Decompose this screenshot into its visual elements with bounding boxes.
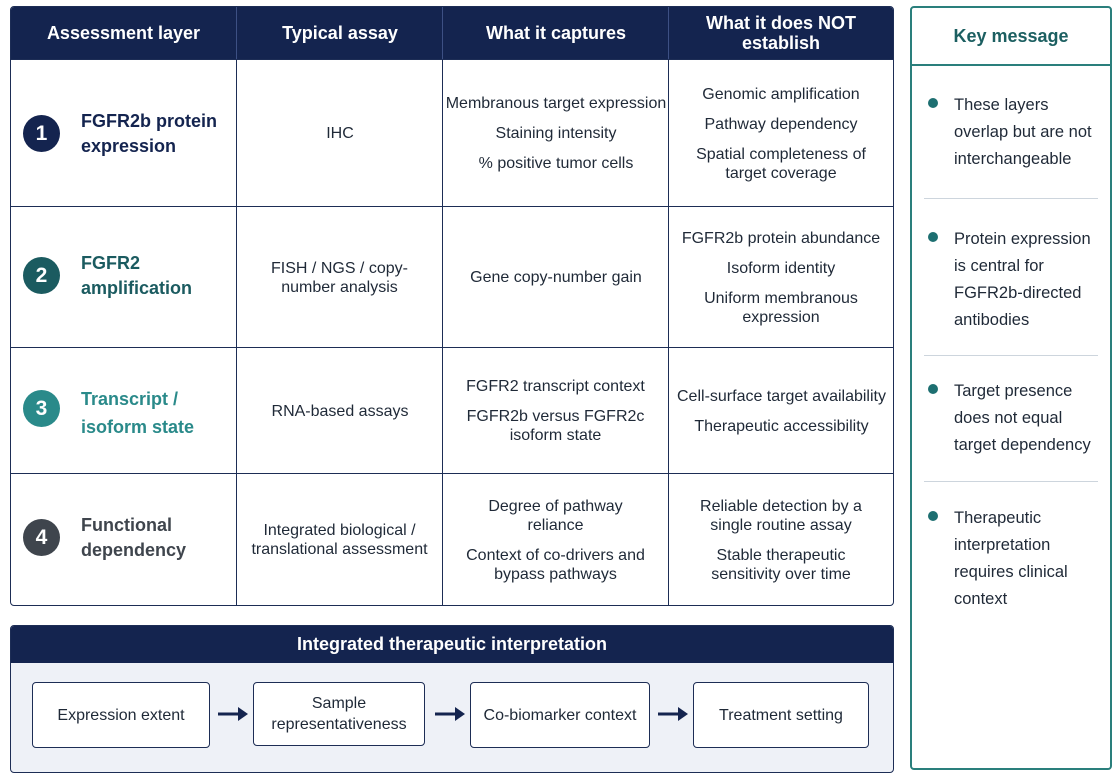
assay-text: Integrated biological / translational as…	[251, 522, 428, 558]
step-number-badge: 2	[23, 257, 60, 294]
key-message-text: These layers overlap but are not interch…	[954, 96, 1092, 168]
key-message-text: Target presence does not equal target de…	[954, 382, 1091, 454]
captures-cell: Gene copy-number gain	[442, 207, 669, 348]
key-message-title: Key message	[912, 8, 1110, 66]
step-number-badge: 1	[23, 115, 60, 152]
assay-text: FISH / NGS / copy-number analysis	[271, 259, 408, 296]
not-established-item: Cell-surface target availability	[677, 387, 886, 405]
arrow-right-icon	[658, 707, 688, 721]
captures-cell: Degree of pathway reliance Context of co…	[442, 474, 668, 605]
captures-cell: Membranous target expression Staining in…	[442, 60, 669, 207]
captures-cell: FGFR2 transcript context FGFR2b versus F…	[442, 348, 668, 474]
layer-title: FGFR2b protein expression	[81, 111, 217, 156]
captures-item: Membranous target expression	[445, 95, 667, 112]
header-not-establish: What it does NOT establish	[668, 7, 893, 59]
key-message-panel: Key message These layers overlap but are…	[910, 6, 1112, 770]
captures-item: FGFR2 transcript context	[466, 378, 645, 395]
flow-step-co-biomarker-context: Co-biomarker context	[470, 682, 650, 748]
captures-item: Context of co-drivers and bypass pathway…	[466, 546, 645, 583]
flow-step-label: Co-biomarker context	[483, 706, 637, 724]
layer-cell: 1 FGFR2b protein expression	[11, 60, 236, 207]
bullet-icon	[928, 98, 938, 108]
flow-step-label: Treatment setting	[719, 706, 843, 724]
table-row-3: 3 Transcript / isoform state RNA-based a…	[11, 347, 893, 474]
assay-text: IHC	[326, 125, 354, 142]
not-established-item: Therapeutic accessibility	[694, 417, 869, 435]
header-what-it-captures: What it captures	[442, 7, 669, 59]
layer-cell: 2 FGFR2 amplification	[11, 207, 236, 348]
bullet-icon	[928, 511, 938, 521]
layer-cell: 3 Transcript / isoform state	[11, 348, 236, 474]
captures-item: Staining intensity	[495, 125, 617, 142]
not-established-item: Pathway dependency	[704, 115, 858, 133]
divider	[924, 198, 1098, 199]
not-established-cell: Genomic amplification Pathway dependency…	[668, 60, 893, 207]
captures-item: Degree of pathway reliance	[488, 497, 623, 534]
not-established-item: Uniform membranous expression	[704, 289, 858, 326]
flow-step-label: Expression extent	[57, 706, 185, 724]
flow-step-expression-extent: Expression extent	[32, 682, 210, 748]
captures-item: % positive tumor cells	[478, 155, 634, 172]
not-established-cell: Reliable detection by a single routine a…	[668, 474, 893, 605]
step-number-badge: 4	[23, 519, 60, 556]
arrow-right-icon	[435, 707, 465, 721]
table-row-1: 1 FGFR2b protein expression IHC Membrano…	[11, 59, 893, 207]
table-header: Assessment layer Typical assay What it c…	[11, 7, 893, 59]
not-established-cell: FGFR2b protein abundance Isoform identit…	[668, 207, 893, 348]
integrated-interpretation-panel: Integrated therapeutic interpretation Ex…	[10, 625, 894, 773]
assay-text: RNA-based assays	[271, 402, 409, 420]
layer-title: Functional dependency	[81, 515, 187, 560]
not-established-item: Reliable detection by a single routine a…	[700, 497, 862, 534]
key-message-text: Protein expression is central for FGFR2b…	[954, 230, 1091, 329]
not-established-item: Isoform identity	[726, 259, 836, 277]
header-typical-assay: Typical assay	[236, 7, 443, 59]
assay-cell: RNA-based assays	[236, 348, 443, 474]
table-row-2: 2 FGFR2 amplification FISH / NGS / copy-…	[11, 206, 893, 348]
not-established-item: Spatial completeness of target coverage	[696, 145, 866, 182]
bullet-icon	[928, 232, 938, 242]
assay-cell: FISH / NGS / copy-number analysis	[236, 207, 442, 348]
arrow-right-icon	[218, 707, 248, 721]
assay-cell: IHC	[236, 60, 443, 207]
not-established-item: Genomic amplification	[702, 85, 860, 103]
flow-step-sample-representativeness: Sample representativeness	[253, 682, 425, 746]
table-row-4: 4 Functional dependency Integrated biolo…	[11, 473, 893, 605]
header-assessment-layer: Assessment layer	[46, 23, 201, 43]
key-message-text: Therapeutic interpretation requires clin…	[954, 509, 1068, 608]
layer-cell: 4 Functional dependency	[11, 474, 236, 605]
flow-title: Integrated therapeutic interpretation	[11, 626, 893, 663]
bullet-icon	[928, 384, 938, 394]
not-established-cell: Cell-surface target availability Therape…	[668, 348, 893, 474]
step-number-badge: 3	[23, 390, 60, 427]
divider	[924, 355, 1098, 356]
divider	[924, 481, 1098, 482]
captures-item: Gene copy-number gain	[470, 269, 642, 286]
not-established-item: FGFR2b protein abundance	[681, 229, 881, 247]
captures-item: FGFR2b versus FGFR2c isoform state	[466, 408, 645, 444]
assay-cell: Integrated biological / translational as…	[236, 474, 442, 605]
flow-step-label: Sample representativeness	[271, 695, 407, 733]
layer-title: FGFR2 amplification	[81, 253, 193, 298]
assessment-table: Assessment layer Typical assay What it c…	[10, 6, 894, 606]
layer-title: Transcript / isoform state	[81, 389, 195, 437]
flow-step-treatment-setting: Treatment setting	[693, 682, 869, 748]
not-established-item: Stable therapeutic sensitivity over time	[711, 546, 851, 583]
